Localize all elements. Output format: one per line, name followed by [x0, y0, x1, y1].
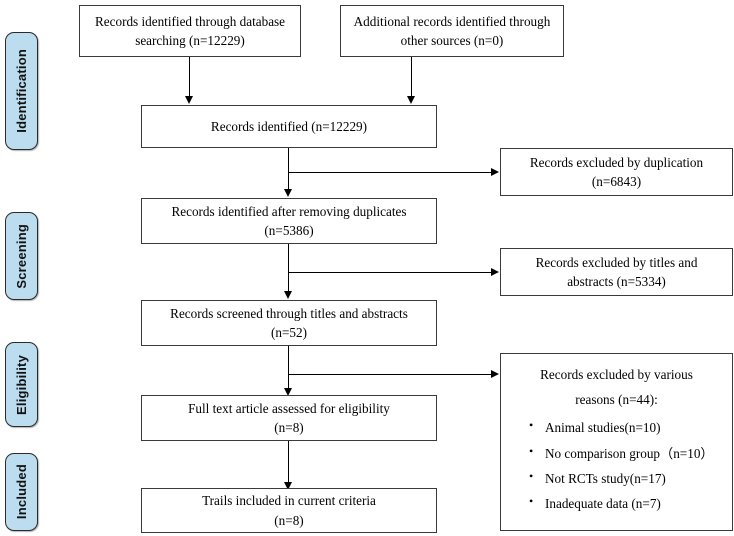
box-trials-included: Trails included in current criteria (n=8… — [141, 488, 437, 533]
phase-pill-identification: Identification — [5, 32, 38, 150]
connector-other-sources-to-identified — [411, 57, 413, 97]
arrowhead-screened-to-full-text — [284, 388, 292, 396]
phase-pill-screening: Screening — [5, 212, 38, 300]
connector-database-to-identified — [189, 57, 191, 97]
box-line: (n=8) — [274, 512, 304, 528]
phase-pill-eligibility: Eligibility — [5, 342, 38, 427]
arrowhead-other-sources-to-identified — [407, 96, 415, 104]
box-records-after-duplicates: Records identified after removing duplic… — [141, 198, 437, 244]
connector-identified-to-after-duplicates — [288, 148, 290, 190]
connector-identified-to-excluded-duplication — [288, 172, 492, 174]
box-excluded-duplication: Records excluded by duplication (n=6843) — [500, 148, 733, 196]
connector-after-duplicates-to-screened — [288, 244, 290, 292]
box-line: Additional records identified through — [353, 13, 551, 29]
box-line: abstracts (n=5334) — [567, 274, 666, 289]
list-item: Inadequate data (n=7) — [529, 490, 726, 516]
arrowhead-excluded-titles-abstracts — [491, 268, 499, 276]
box-line: Trails included in current criteria — [202, 493, 376, 509]
box-records-identified-total: Records identified (n=12229) — [141, 105, 437, 148]
arrowhead-identified-to-after-duplicates — [284, 189, 292, 197]
box-line: (n=8) — [274, 420, 304, 435]
connector-screened-to-excluded-various — [288, 374, 492, 376]
list-item: No comparison group（n=10） — [529, 439, 726, 466]
list-item: Animal studies(n=10) — [529, 414, 726, 440]
box-line: Records identified after removing duplic… — [171, 203, 407, 219]
box-line: Full text article assessed for eligibili… — [188, 400, 390, 416]
excluded-various-heading: Records excluded by various reasons (n=4… — [507, 362, 726, 412]
connector-screened-to-full-text — [288, 346, 290, 389]
box-line: Records identified (n=12229) — [210, 118, 368, 134]
arrowhead-database-to-identified — [185, 96, 193, 104]
box-line: other sources (n=0) — [400, 33, 504, 48]
excluded-reasons-list: Animal studies(n=10) No comparison group… — [507, 414, 726, 516]
box-line: (n=5386) — [264, 223, 314, 238]
arrowhead-full-text-to-included — [284, 482, 292, 490]
box-line: Records excluded by duplication — [529, 154, 704, 170]
box-full-text-assessed: Full text article assessed for eligibili… — [141, 395, 437, 441]
box-line: Records excluded by various — [540, 367, 693, 382]
phase-label-screening: Screening — [14, 223, 29, 289]
box-records-identified-other-sources: Additional records identified through ot… — [340, 5, 564, 57]
box-line: Records excluded by titles and — [535, 254, 698, 270]
arrowhead-after-duplicates-to-screened — [284, 291, 292, 299]
box-line: (n=52) — [270, 325, 307, 340]
phase-label-eligibility: Eligibility — [14, 354, 29, 415]
connector-full-text-to-included — [288, 441, 290, 483]
box-records-screened: Records screened through titles and abst… — [141, 300, 437, 346]
box-excluded-titles-abstracts: Records excluded by titles and abstracts… — [500, 248, 733, 296]
box-line: Records screened through titles and abst… — [170, 305, 408, 321]
connector-after-duplicates-to-excluded-titles — [288, 272, 492, 274]
box-line: Records identified through database — [94, 13, 286, 29]
box-line: reasons (n=44): — [575, 392, 658, 408]
box-excluded-various-reasons: Records excluded by various reasons (n=4… — [500, 353, 733, 531]
phase-label-identification: Identification — [14, 49, 29, 133]
list-item: Not RCTs study(n=17) — [529, 465, 726, 491]
box-line: (n=6843) — [591, 174, 642, 189]
box-line: searching (n=12229) — [135, 33, 245, 48]
phase-label-included: Included — [14, 464, 29, 520]
arrowhead-excluded-various — [491, 370, 499, 378]
box-records-identified-database: Records identified through database sear… — [79, 5, 301, 57]
arrowhead-excluded-duplication — [491, 168, 499, 176]
phase-pill-included: Included — [5, 453, 38, 531]
